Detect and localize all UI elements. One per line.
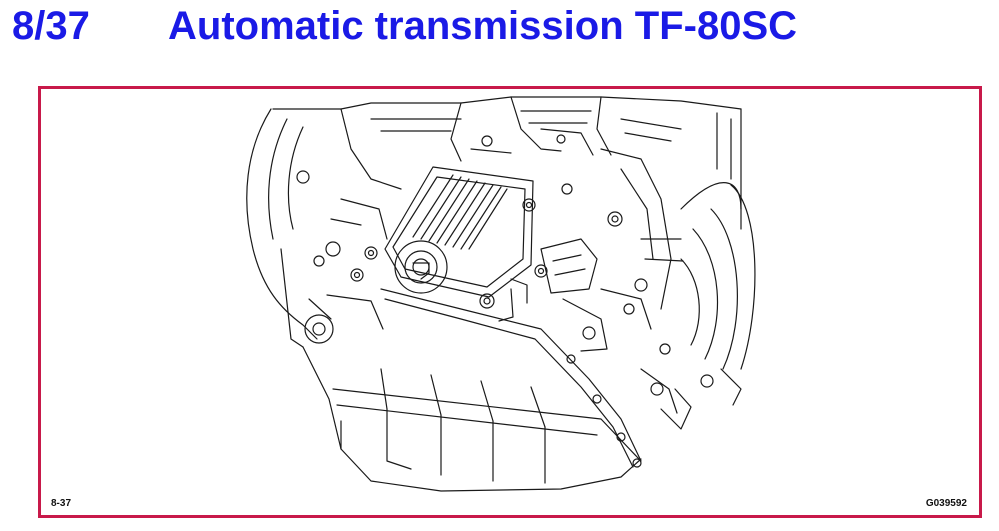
page-number: 8/37 — [12, 3, 90, 48]
figure-frame: 8-37 G039592 — [38, 86, 982, 518]
figure-label-left: 8-37 — [51, 498, 72, 509]
transmission-illustration-icon — [246, 96, 756, 492]
page-header: 8/37 Automatic transmission TF-80SC — [12, 2, 797, 50]
figure-label-right: G039592 — [925, 498, 967, 509]
page-title: Automatic transmission TF-80SC — [168, 3, 798, 48]
